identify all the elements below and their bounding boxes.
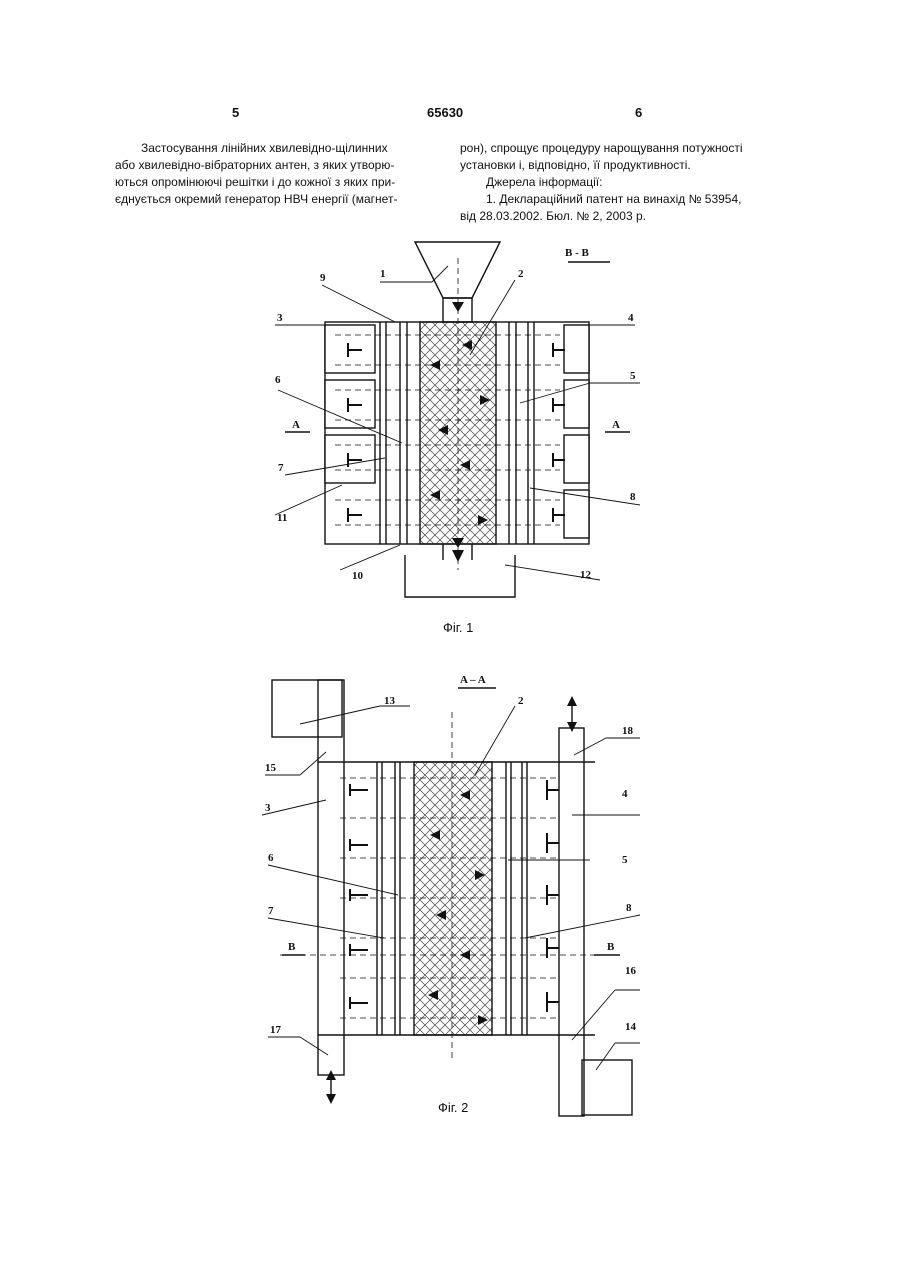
callout-label: 18 [622,725,634,737]
callout-label: 10 [352,570,364,582]
callout-label: 14 [625,1021,637,1033]
callout-label: 3 [265,802,271,814]
callout-label: 4 [622,788,628,800]
callout-label: 12 [580,569,592,581]
block-14 [582,1060,632,1115]
figure1-side-label-right: A [612,419,620,431]
figure2-side-label-right: B [607,941,615,953]
callout-label: 6 [268,852,274,864]
callout-label: 13 [384,695,396,707]
figure2-section-label: A – A [460,674,486,686]
callout-label: 17 [270,1024,282,1036]
callout-label: 4 [628,312,634,324]
callout-label: 9 [320,272,326,284]
generator-block [564,325,589,373]
hopper [415,242,500,298]
figure1-section-label: B - B [565,247,590,259]
figure1-side-label-left: A [292,419,300,431]
generator-block [564,490,589,538]
callout-label: 15 [265,762,277,774]
callout-label: 8 [630,491,636,503]
callout-label: 2 [518,695,524,707]
callout-label: 7 [278,462,284,474]
callout-label: 2 [518,268,524,280]
callout-label: 8 [626,902,632,914]
figure2-side-label-left: B [288,941,296,953]
generator-column-right [559,728,584,1116]
callout-label: 3 [277,312,283,324]
callout-label: 6 [275,374,281,386]
callout-label: 16 [625,965,637,977]
working-chamber [414,762,492,1035]
callout-label: 5 [622,854,628,866]
block-13 [272,680,342,737]
figure2-drawing [272,680,632,1116]
callout-label: 1 [380,268,386,280]
collector [405,555,515,597]
callout-label: 7 [268,905,274,917]
callout-label: 5 [630,370,636,382]
callout-label: 11 [277,512,287,524]
generator-block [564,435,589,483]
